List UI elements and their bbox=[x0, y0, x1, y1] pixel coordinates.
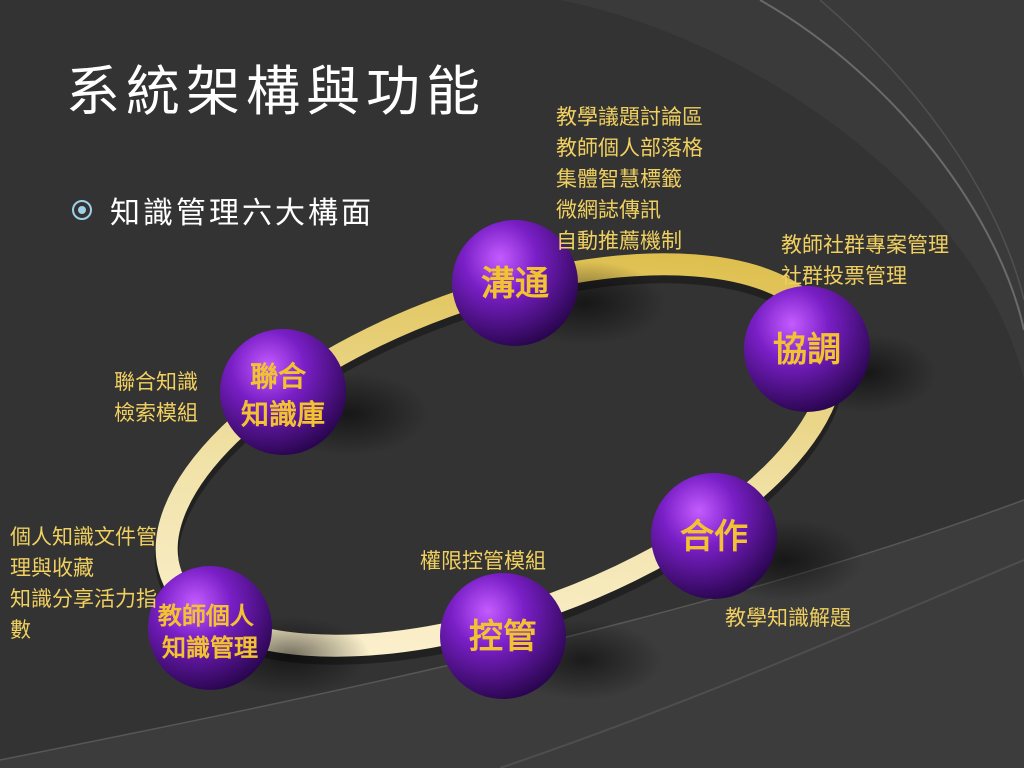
annotation-lianhe: 聯合知識 檢索模組 bbox=[114, 370, 205, 425]
bullet-item: 知識管理六大構面 bbox=[72, 190, 374, 231]
node-sphere bbox=[440, 573, 566, 699]
annotation-jiaoshi: 個人知識文件管 理與收藏 知識分享活力指 數 bbox=[10, 525, 164, 642]
annotation-kongguan: 權限控管模組 bbox=[420, 549, 546, 573]
node-jiaoshi: 教師個人 知識管理 bbox=[148, 566, 370, 696]
node-label: 聯合 知識庫 bbox=[241, 360, 325, 431]
bullet-text: 知識管理六大構面 bbox=[110, 196, 374, 231]
annotation-xietiao: 教師社群專案管理 社群投票管理 bbox=[781, 233, 956, 288]
slide-title: 系統架構與功能 bbox=[66, 60, 486, 123]
node-sphere bbox=[651, 473, 777, 599]
node-xietiao: 協調 bbox=[744, 286, 937, 413]
node-hezuo: 合作 bbox=[651, 473, 864, 602]
node-sphere bbox=[148, 566, 272, 690]
annotation-goutong: 教學議題討論區 教師個人部落格 集體智慧標籤 微網誌傳訊 自動推薦機制 bbox=[556, 105, 710, 253]
node-label: 溝通 bbox=[481, 264, 549, 304]
circle-bullet-icon bbox=[72, 200, 92, 220]
node-lianhe: 聯合 知識庫 bbox=[220, 329, 429, 456]
node-sphere bbox=[452, 220, 578, 346]
node-sphere bbox=[220, 329, 346, 455]
node-goutong: 溝通 bbox=[452, 220, 667, 346]
node-label: 協調 bbox=[773, 330, 841, 370]
node-label: 合作 bbox=[680, 517, 748, 557]
node-sphere bbox=[744, 286, 870, 412]
node-label: 控管 bbox=[469, 617, 537, 657]
node-kongguan: 控管 bbox=[440, 573, 663, 700]
node-label: 教師個人 知識管理 bbox=[158, 601, 262, 662]
annotation-hezuo: 教學知識解題 bbox=[725, 606, 851, 630]
